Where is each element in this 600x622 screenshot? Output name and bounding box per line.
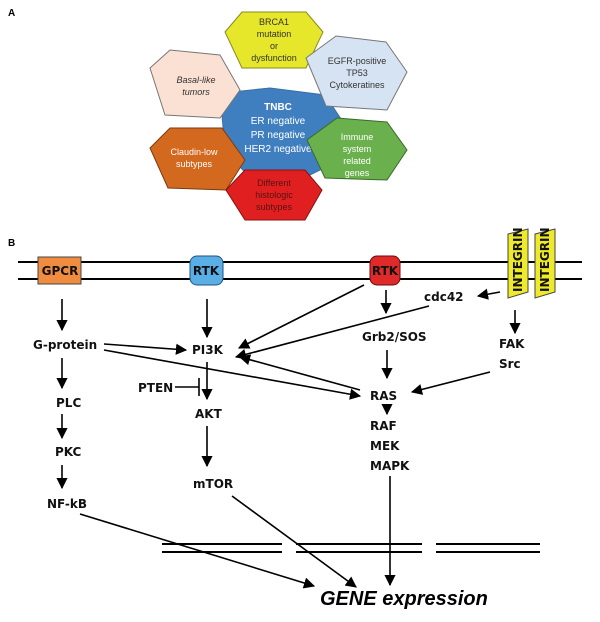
- egfr-line-1: EGFR-positive: [328, 56, 387, 66]
- pten-inhibition: [175, 378, 200, 396]
- egfr-line-3: Cytokeratines: [329, 80, 385, 90]
- pathway-arrows: [56, 284, 521, 589]
- ras-node: RAS: [370, 389, 397, 403]
- her2-negative: HER2 negative: [244, 144, 312, 155]
- gene-expression-label: GENE expression: [320, 588, 488, 610]
- src-node: Src: [499, 357, 521, 371]
- panel-b-label: B: [8, 238, 15, 249]
- tnbc-center-text: TNBC ER negative PR negative HER2 negati…: [244, 102, 312, 155]
- brca1-line-1: BRCA1: [259, 17, 289, 27]
- immune-line-3: related: [343, 156, 371, 166]
- g-protein-node: G-protein: [33, 338, 97, 352]
- fak-node: FAK: [499, 337, 525, 351]
- nuclear-membrane: [162, 543, 540, 553]
- integrin-label-1: INTEGRIN: [511, 228, 525, 293]
- arrow-nfkb-gene: [79, 513, 316, 589]
- er-negative: ER negative: [251, 116, 306, 127]
- tnbc-title: TNBC: [264, 102, 292, 113]
- integrin-label-2: INTEGRIN: [538, 228, 552, 293]
- pkc-node: PKC: [55, 445, 82, 459]
- rtk-label-2: RTK: [372, 264, 399, 278]
- brca1-hex: [224, 11, 324, 69]
- basal-text: Basal-like tumors: [176, 75, 215, 97]
- immune-line-1: Immune: [341, 132, 374, 142]
- arrow-gprotein-ras: [103, 349, 362, 400]
- egfr-text: EGFR-positive TP53 Cytokeratines: [328, 56, 387, 90]
- egfr-hex: [305, 35, 408, 111]
- rtk-label-1: RTK: [193, 264, 220, 278]
- arrow-cdc42-pi3k: [234, 305, 430, 360]
- arrow-ras-pi3k: [238, 354, 361, 391]
- nf-kb-node: NF-kB: [47, 497, 87, 511]
- claudin-text: Claudin-low subtypes: [170, 147, 218, 169]
- brca1-text: BRCA1 mutation or dysfunction: [251, 17, 297, 63]
- mek-node: MEK: [370, 439, 400, 453]
- histologic-hex: [225, 169, 323, 221]
- immune-hex: [306, 117, 408, 181]
- cdc42-node: cdc42: [424, 290, 464, 304]
- arrow-rtk2-pi3k: [237, 284, 365, 349]
- integrin-receptor-1: [507, 228, 529, 299]
- basal-line-1: Basal-like: [176, 75, 215, 85]
- immune-line-4: genes: [345, 168, 370, 178]
- pr-negative: PR negative: [251, 130, 306, 141]
- claudin-hex: [149, 127, 246, 191]
- gpcr-receptor: [37, 256, 82, 285]
- immune-line-2: system: [343, 144, 372, 154]
- rtk-receptor-1: [189, 255, 224, 286]
- basal-line-2: tumors: [182, 87, 210, 97]
- claudin-line-2: subtypes: [176, 159, 213, 169]
- claudin-line-1: Claudin-low: [170, 147, 218, 157]
- raf-node: RAF: [370, 419, 397, 433]
- arrow-mtor-gene: [231, 495, 357, 588]
- histologic-line-2: histologic: [255, 190, 293, 200]
- gpcr-label: GPCR: [42, 264, 79, 278]
- plc-node: PLC: [56, 396, 81, 410]
- arrow-src-ras: [410, 371, 491, 395]
- egfr-line-2: TP53: [346, 68, 368, 78]
- grb2-sos-node: Grb2/SOS: [362, 330, 427, 344]
- brca1-line-3: or: [270, 41, 278, 51]
- brca1-line-4: dysfunction: [251, 53, 297, 63]
- histologic-line-1: Different: [257, 178, 291, 188]
- pten-node: PTEN: [138, 381, 173, 395]
- immune-text: Immune system related genes: [341, 132, 374, 178]
- rtk-receptor-2: [369, 255, 401, 286]
- pi3k-node: PI3K: [192, 343, 224, 357]
- basal-hex: [149, 49, 241, 119]
- integrin-receptor-2: [534, 228, 556, 299]
- histologic-text: Different histologic subtypes: [255, 178, 293, 212]
- mapk-node: MAPK: [370, 459, 410, 473]
- brca1-line-2: mutation: [257, 29, 292, 39]
- histologic-line-3: subtypes: [256, 202, 293, 212]
- arrow-integrin-cdc42: [476, 288, 501, 300]
- akt-node: AKT: [195, 407, 223, 421]
- arrow-gprotein-pi3k: [103, 343, 188, 355]
- mtor-node: mTOR: [193, 477, 233, 491]
- cell-membrane: [18, 261, 582, 280]
- panel-a-label: A: [8, 8, 15, 19]
